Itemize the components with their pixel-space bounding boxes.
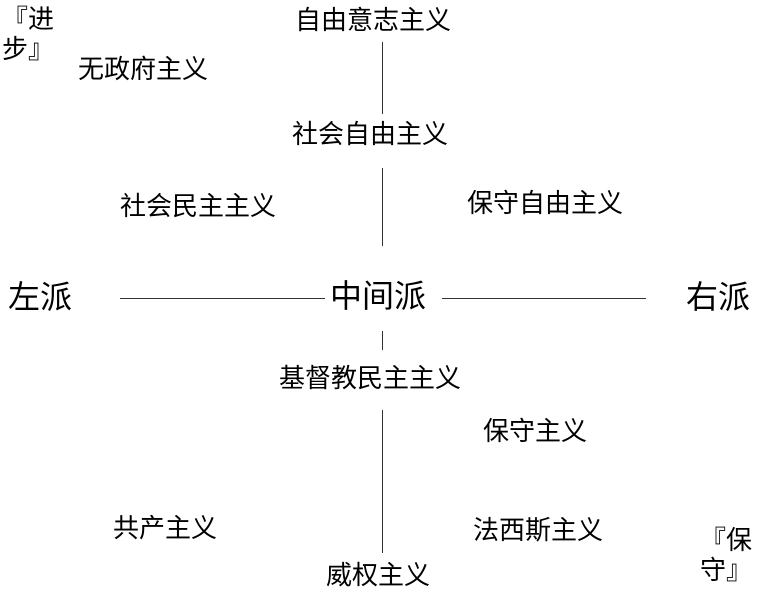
centrist-label: 中间派 xyxy=(330,277,427,315)
communism-label: 共产主义 xyxy=(113,514,218,544)
left-axis-line xyxy=(120,298,325,299)
authoritarianism-label: 威权主义 xyxy=(326,561,431,591)
christian-democracy-label: 基督教民主主义 xyxy=(279,364,462,394)
upper-axis-segment-1 xyxy=(382,42,383,114)
social-liberalism-label: 社会自由主义 xyxy=(292,120,449,150)
right-axis-line xyxy=(442,298,646,299)
left-wing-label: 左派 xyxy=(8,278,73,316)
conservative-corner-label: 『保 守』 xyxy=(700,526,753,586)
progressive-corner-label: 『进 步』 xyxy=(2,5,55,65)
anarchism-label: 无政府主义 xyxy=(78,55,209,85)
conservatism-label: 保守主义 xyxy=(483,417,588,447)
conservative-liberalism-label: 保守自由主义 xyxy=(467,189,624,219)
social-democracy-label: 社会民主主义 xyxy=(120,192,277,222)
upper-axis-segment-2 xyxy=(382,168,383,246)
right-wing-label: 右派 xyxy=(686,278,751,316)
lower-axis-segment-1 xyxy=(382,331,383,350)
fascism-label: 法西斯主义 xyxy=(473,516,604,546)
lower-axis-segment-2 xyxy=(382,410,383,553)
libertarianism-label: 自由意志主义 xyxy=(295,6,452,36)
